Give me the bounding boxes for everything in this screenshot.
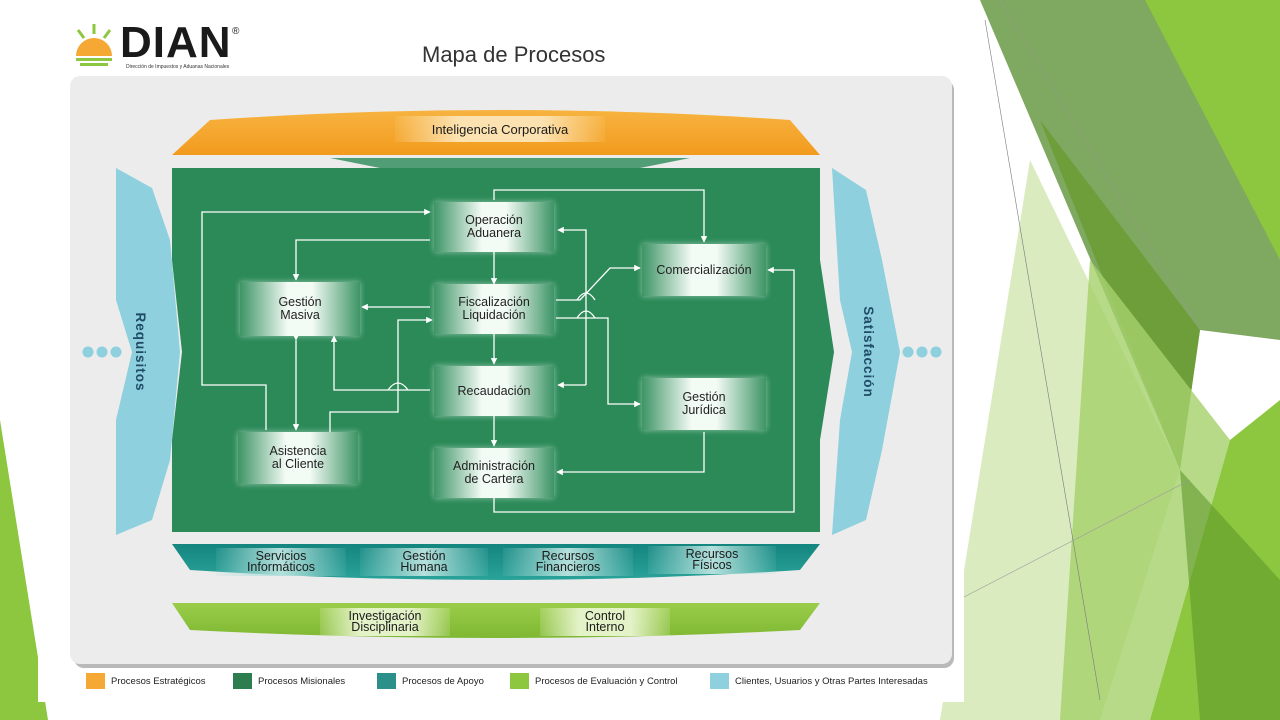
legend-swatch — [710, 673, 729, 689]
process-gestion-juridica: Gestión Jurídica — [642, 378, 766, 430]
process-gestion-masiva: Gestión Masiva — [240, 282, 360, 336]
legend-evaluation: Procesos de Evaluación y Control — [510, 672, 678, 690]
legend-missional: Procesos Misionales — [233, 672, 345, 690]
process-fiscalizacion-liquidacion: Fiscalización Liquidación — [434, 284, 554, 334]
support-process-1: Servicios Informáticos — [216, 548, 346, 576]
legend-swatch — [377, 673, 396, 689]
registered-mark: ® — [232, 26, 240, 37]
process-recaudacion: Recaudación — [434, 366, 554, 416]
legend-label: Clientes, Usuarios y Otras Partes Intere… — [735, 675, 928, 687]
legend-strategic: Procesos Estratégicos — [86, 672, 206, 690]
legend-label: Procesos Estratégicos — [111, 675, 206, 687]
legend-clients: Clientes, Usuarios y Otras Partes Intere… — [710, 672, 928, 690]
evaluation-process-2: Control Interno — [540, 608, 670, 636]
satisfaction-label: Satisfacción — [861, 306, 877, 398]
strategic-process-label: Inteligencia Corporativa — [395, 116, 605, 142]
legend-swatch — [510, 673, 529, 689]
sun-logo-icon — [76, 24, 112, 66]
support-process-2: Gestión Humana — [360, 548, 488, 576]
legend-label: Procesos de Evaluación y Control — [535, 675, 678, 687]
process-asistencia-cliente: Asistencia al Cliente — [238, 432, 358, 484]
legend-label: Procesos de Apoyo — [402, 675, 484, 687]
legend-swatch — [86, 673, 105, 689]
process-comercializacion: Comercialización — [642, 244, 766, 296]
brand-subtitle: Dirección de Impuestos y Aduanas Naciona… — [126, 64, 230, 70]
requirements-arrow — [116, 168, 180, 535]
dian-logo: DIAN ® Dirección de Impuestos y Aduanas … — [70, 18, 250, 76]
evaluation-process-1: Investigación Disciplinaria — [320, 608, 450, 636]
legend-swatch — [233, 673, 252, 689]
process-administracion-cartera: Administración de Cartera — [434, 448, 554, 498]
support-process-4: Recursos Físicos — [648, 546, 776, 574]
page-title: Mapa de Procesos — [422, 42, 606, 67]
requirements-label: Requisitos — [133, 312, 149, 392]
satisfaction-arrow — [832, 168, 900, 535]
brand-name: DIAN — [120, 18, 232, 67]
support-process-3: Recursos Financieros — [503, 548, 633, 576]
legend-label: Procesos Misionales — [258, 675, 346, 687]
legend-support: Procesos de Apoyo — [377, 672, 484, 690]
process-operacion-aduanera: Operación Aduanera — [434, 202, 554, 252]
evaluation-band — [172, 603, 820, 638]
